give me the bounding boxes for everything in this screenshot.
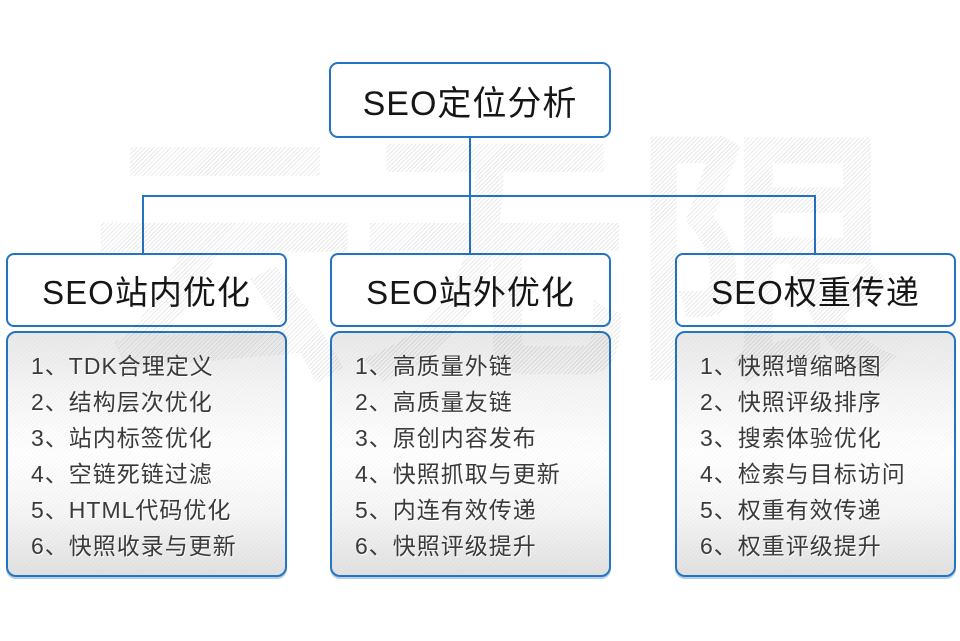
- branch-onsite-header: SEO站内优化: [6, 253, 287, 327]
- list-item: 1、高质量外链: [355, 353, 513, 379]
- branch-weight-title: SEO权重传递: [711, 274, 920, 311]
- branch-onsite-title: SEO站内优化: [42, 274, 251, 311]
- branch-weight-list: 1、快照增缩略图 2、快照评级排序 3、搜索体验优化 4、检索与目标访问 5、权…: [675, 331, 956, 577]
- branch-onsite-list: 1、TDK合理定义 2、结构层次优化 3、站内标签优化 4、空链死链过滤 5、H…: [6, 331, 287, 577]
- branch-weight: SEO权重传递 1、快照增缩略图 2、快照评级排序 3、搜索体验优化 4、检索与…: [675, 253, 956, 577]
- list-item: 3、搜索体验优化: [700, 425, 882, 451]
- list-item: 6、权重评级提升: [700, 533, 882, 559]
- branch-weight-header: SEO权重传递: [675, 253, 956, 327]
- list-item: 2、结构层次优化: [31, 389, 213, 415]
- list-item: 5、HTML代码优化: [31, 497, 232, 523]
- list-item: 6、快照收录与更新: [31, 533, 237, 559]
- root-node-title: SEO定位分析: [362, 84, 578, 123]
- list-item: 4、检索与目标访问: [700, 461, 906, 487]
- list-item: 3、原创内容发布: [355, 425, 537, 451]
- branch-offsite-title: SEO站外优化: [366, 274, 575, 311]
- connector-drop-left: [142, 195, 144, 255]
- connector-drop-middle: [469, 195, 471, 255]
- list-item: 5、权重有效传递: [700, 497, 882, 523]
- branch-onsite: SEO站内优化 1、TDK合理定义 2、结构层次优化 3、站内标签优化 4、空链…: [6, 253, 287, 577]
- connector-drop-right: [814, 195, 816, 255]
- list-item: 5、内连有效传递: [355, 497, 537, 523]
- list-item: 6、快照评级提升: [355, 533, 537, 559]
- list-item: 4、空链死链过滤: [31, 461, 213, 487]
- root-node-box: SEO定位分析: [329, 62, 611, 138]
- list-item: 1、快照增缩略图: [700, 353, 882, 379]
- branch-offsite-header: SEO站外优化: [330, 253, 611, 327]
- connector-root-stem: [469, 138, 471, 196]
- list-item: 1、TDK合理定义: [31, 353, 214, 379]
- list-item: 3、站内标签优化: [31, 425, 213, 451]
- branch-offsite-list: 1、高质量外链 2、高质量友链 3、原创内容发布 4、快照抓取与更新 5、内连有…: [330, 331, 611, 577]
- list-item: 4、快照抓取与更新: [355, 461, 561, 487]
- connector-horizontal-bar: [142, 195, 816, 197]
- list-item: 2、高质量友链: [355, 389, 513, 415]
- branch-offsite: SEO站外优化 1、高质量外链 2、高质量友链 3、原创内容发布 4、快照抓取与…: [330, 253, 611, 577]
- list-item: 2、快照评级排序: [700, 389, 882, 415]
